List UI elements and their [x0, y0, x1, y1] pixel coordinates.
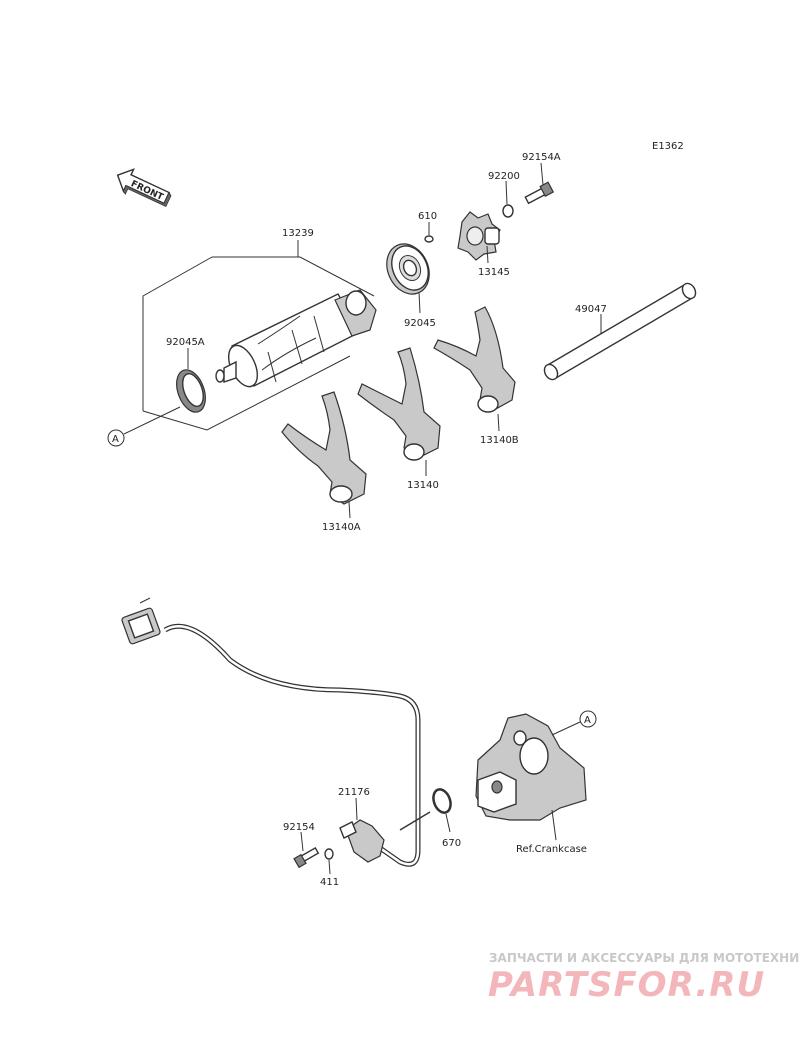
seal-92045A [176, 369, 206, 413]
washer-411 [324, 848, 334, 860]
label-13239: 13239 [282, 228, 314, 239]
ref-marker-a-upper: A [107, 429, 125, 447]
label-21176: 21176 [338, 787, 370, 798]
label-13140B: 13140B [480, 435, 519, 446]
label-ref-crankcase: Ref.Crankcase [516, 844, 587, 855]
label-49047: 49047 [575, 304, 607, 315]
washer-92200 [502, 204, 514, 218]
shift-rod-49047 [543, 282, 697, 381]
shift-fork-13140A [281, 391, 367, 505]
label-92045: 92045 [404, 318, 436, 329]
label-13140A: 13140A [322, 522, 361, 533]
gear-sensor-harness [121, 597, 431, 867]
label-13140: 13140 [407, 480, 439, 491]
label-411: 411 [320, 877, 339, 888]
watermark-brand: PARTSFOR.RU [488, 965, 765, 1005]
label-92045A: 92045A [166, 337, 205, 348]
svg-text:A: A [112, 434, 119, 445]
diagram-code: E1362 [652, 141, 684, 152]
bolt-92154 [293, 846, 320, 869]
shift-fork-13140B [433, 306, 516, 413]
ref-marker-a-lower: A [579, 710, 597, 728]
gear-sensor-21176 [339, 819, 385, 863]
shift-fork-13140 [357, 347, 441, 461]
pin-610 [424, 235, 434, 243]
label-13145: 13145 [478, 267, 510, 278]
svg-text:A: A [584, 715, 591, 726]
label-92154: 92154 [283, 822, 315, 833]
star-plate-13145 [457, 211, 501, 261]
label-92154A: 92154A [522, 152, 561, 163]
label-610: 610 [418, 211, 437, 222]
label-670: 670 [442, 838, 461, 849]
bolt-92154A [524, 181, 555, 205]
shift-drum-13239 [215, 289, 377, 388]
watermark-tagline: ЗАПЧАСТИ И АКСЕССУАРЫ ДЛЯ МОТОТЕХНИКИ [489, 951, 800, 965]
crankcase-section [475, 713, 587, 821]
label-92200: 92200 [488, 171, 520, 182]
front-arrow-icon: FRONT [116, 168, 172, 208]
bearing-92045 [386, 243, 430, 295]
oring-670 [432, 788, 452, 814]
